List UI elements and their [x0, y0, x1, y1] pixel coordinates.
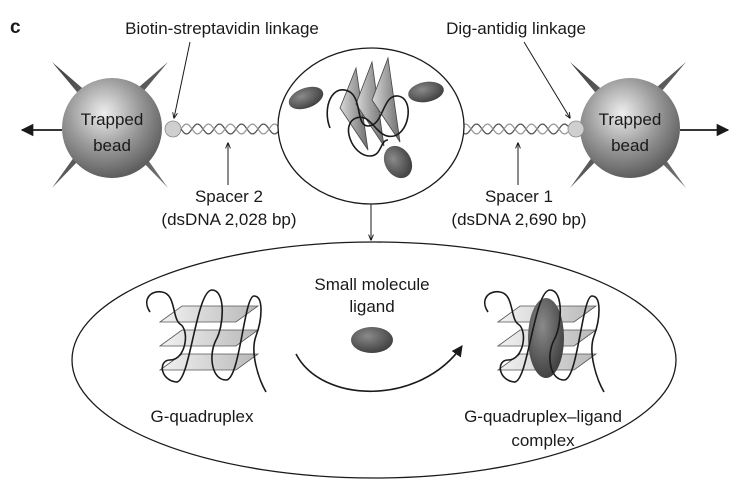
- dig-antidig-sphere: [567, 120, 585, 138]
- g-quadruplex-ligand-complex-illustration: [484, 289, 605, 393]
- g-quadruplex-illustration: [146, 289, 267, 393]
- g-quadruplex-ligand-complex-label: G-quadruplex–ligand: [464, 407, 622, 426]
- spacer2-detail: (dsDNA 2,028 bp): [161, 210, 296, 229]
- small-molecule-ligand: [351, 327, 393, 353]
- trapped-bead-right: [570, 62, 686, 188]
- g-quadruplex-with-ligands: [288, 56, 444, 179]
- small-molecule-label: Small molecule: [314, 275, 429, 294]
- zoom-ellipse-large: [71, 241, 677, 479]
- dig-pointer: [523, 41, 570, 118]
- bead-right-label-line2: bead: [611, 136, 649, 155]
- biotin-streptavidin-sphere: [164, 120, 182, 138]
- spacer1-label: Spacer 1: [485, 187, 553, 206]
- bead-right-label-line1: Trapped: [599, 110, 662, 129]
- trapped-bead-left: [52, 62, 168, 188]
- spacer2-label: Spacer 2: [195, 187, 263, 206]
- bead-left-label-line1: Trapped: [81, 110, 144, 129]
- dig-antidig-label: Dig-antidig linkage: [446, 19, 586, 38]
- small-molecule-label-line2: ligand: [349, 297, 394, 316]
- bead-left-label-line2: bead: [93, 136, 131, 155]
- dsdna-spacer-2: [180, 123, 283, 135]
- panel-letter: c: [10, 17, 21, 38]
- biotin-pointer: [174, 41, 191, 118]
- biotin-streptavidin-label: Biotin-streptavidin linkage: [125, 19, 319, 38]
- dsdna-spacer-1: [459, 123, 569, 135]
- g-quadruplex-label: G-quadruplex: [150, 407, 254, 426]
- binding-curved-arrow: [295, 345, 463, 393]
- spacer1-detail: (dsDNA 2,690 bp): [451, 210, 586, 229]
- g-quadruplex-ligand-complex-label-line2: complex: [511, 431, 575, 450]
